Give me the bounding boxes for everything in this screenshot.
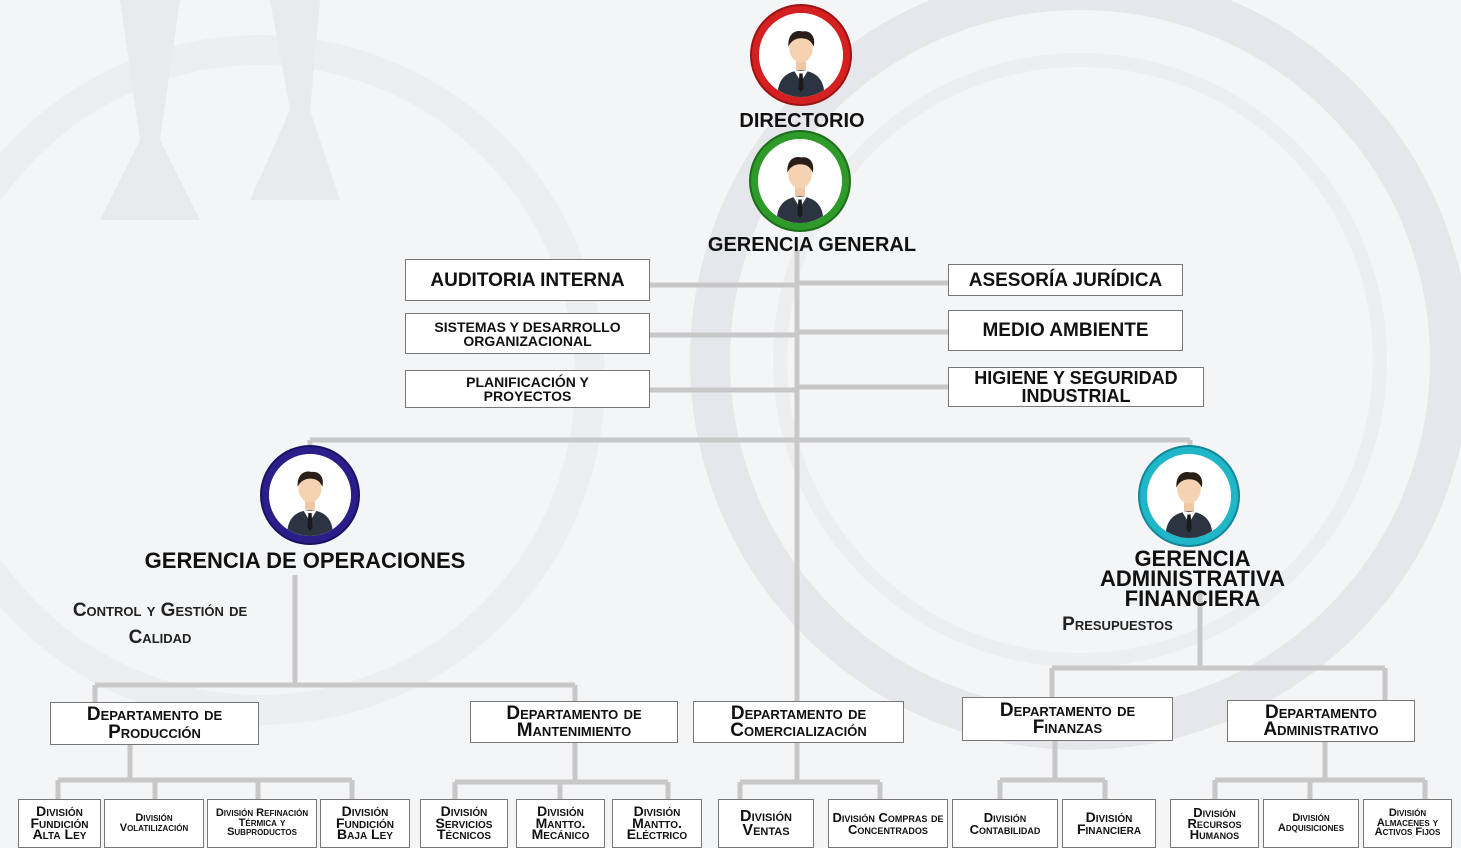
- gerencia-general-avatar-icon: [751, 132, 849, 230]
- asesoria-juridica-box: ASESORÍA JURÍDICA: [948, 264, 1183, 296]
- medio-ambiente-box: MEDIO AMBIENTE: [948, 310, 1183, 351]
- division-volatilizacion: División Volatilización: [104, 799, 204, 848]
- administrativa-avatar-icon: [1140, 447, 1238, 545]
- division-recursos-humanos: División Recursos Humanos: [1170, 799, 1259, 848]
- sistemas-desarrollo-box: SISTEMAS Y DESARROLLO ORGANIZACIONAL: [405, 313, 650, 354]
- operaciones-title: GERENCIA DE OPERACIONES: [144, 548, 466, 573]
- division-fundicion-baja-ley: División Fundición Baja Ley: [320, 799, 410, 848]
- departamento-mantenimiento-box: Departamento de Mantenimiento: [470, 701, 678, 743]
- division-adquisiciones: División Adquisiciones: [1263, 799, 1359, 848]
- division-servicios-tecnicos: División Servicios Técnicos: [420, 799, 508, 848]
- division-compras-concentrados: División Compras de Concentrados: [828, 799, 948, 848]
- division-financiera: División Financiera: [1062, 799, 1156, 848]
- control-calidad-label: Control y Gestión de Calidad: [72, 600, 248, 648]
- auditoria-interna-box: AUDITORIA INTERNA: [405, 259, 650, 301]
- administrativa-title: GERENCIA ADMINISTRATIVA FINANCIERA: [1100, 546, 1285, 611]
- division-fundicion-alta-ley: División Fundición Alta Ley: [18, 799, 101, 848]
- directorio-title: DIRECTORIO: [739, 110, 865, 132]
- gerencia-general-title: GERENCIA GENERAL: [707, 234, 917, 256]
- division-mantto-electrico: División Mantto. Eléctrico: [612, 799, 702, 848]
- departamento-finanzas-box: Departamento de Finanzas: [962, 697, 1173, 741]
- departamento-administrativo-box: Departamento Administrativo: [1227, 700, 1415, 742]
- departamento-produccion-box: Departamento de Producción: [50, 702, 259, 745]
- higiene-seguridad-box: HIGIENE Y SEGURIDAD INDUSTRIAL: [948, 367, 1204, 407]
- departamento-comercializacion-box: Departamento de Comercialización: [693, 701, 904, 743]
- division-ventas: División Ventas: [718, 799, 814, 848]
- division-refinacion-termica: División Refinación Térmica y Subproduct…: [207, 799, 317, 848]
- division-almacenes-activos-fijos: División Almacenes y Activos Fijos: [1363, 799, 1452, 848]
- presupuestos-label: Presupuestos: [1062, 614, 1173, 635]
- division-mantto-mecanico: División Mantto. Mecánico: [516, 799, 605, 848]
- operaciones-avatar-icon: [262, 447, 358, 543]
- directorio-avatar-icon: [752, 6, 850, 104]
- planificacion-proyectos-box: PLANIFICACIÓN Y PROYECTOS: [405, 370, 650, 408]
- division-contabilidad: División Contabilidad: [952, 799, 1058, 848]
